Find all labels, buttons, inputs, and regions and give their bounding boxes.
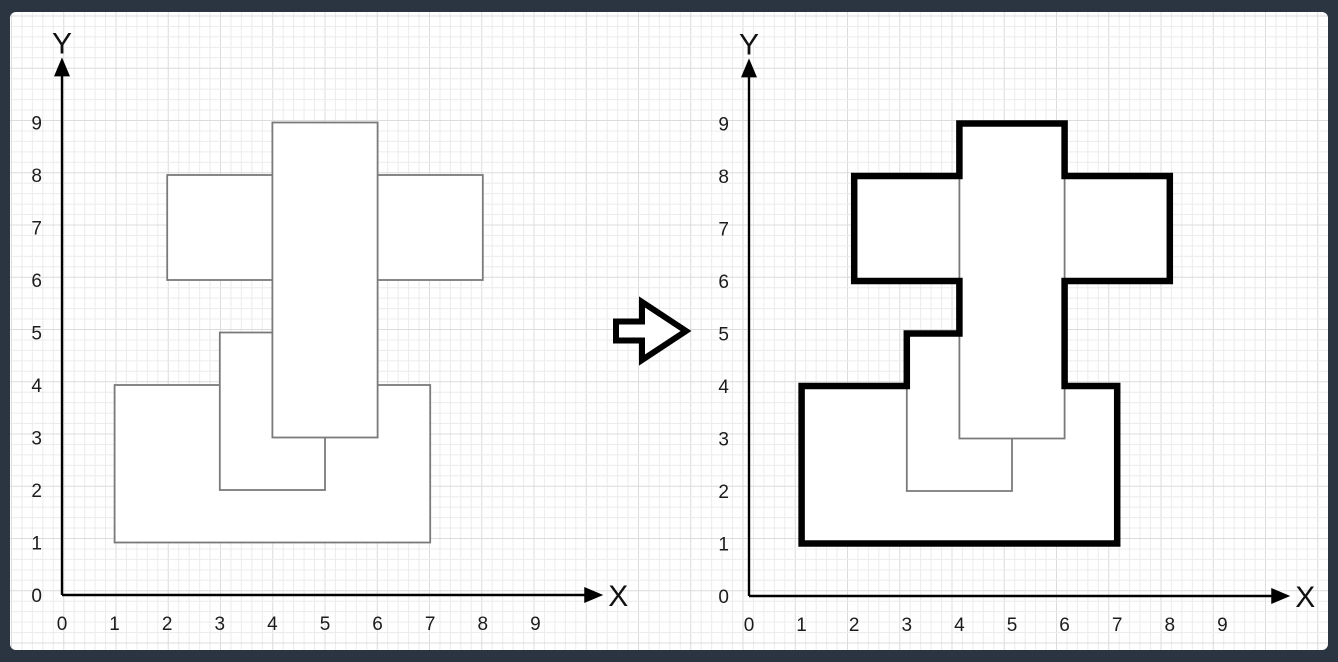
inner-edge <box>958 333 1066 440</box>
x-tick-label: 6 <box>1059 615 1070 636</box>
x-axis-arrowhead <box>584 587 604 603</box>
y-tick-label: 6 <box>31 271 42 292</box>
x-tick-label: 1 <box>109 614 120 635</box>
y-tick-label: 5 <box>718 325 729 346</box>
y-axis-label: Y <box>739 28 759 61</box>
right-arrow-icon <box>613 296 692 366</box>
x-axis-label: X <box>608 580 628 613</box>
y-axis-arrowhead <box>54 57 70 77</box>
y-tick-label: 2 <box>31 481 42 502</box>
y-tick-label: 8 <box>31 166 42 187</box>
x-tick-label: 8 <box>478 614 489 635</box>
x-tick-label: 3 <box>215 614 226 635</box>
union-outline <box>798 120 1174 547</box>
x-tick-label: 2 <box>162 614 173 635</box>
y-tick-label: 9 <box>31 114 42 135</box>
y-tick-label: 8 <box>718 167 729 188</box>
x-tick-label: 6 <box>372 614 383 635</box>
y-tick-label: 5 <box>31 324 42 345</box>
x-tick-label: 2 <box>849 615 860 636</box>
y-tick-label: 7 <box>718 220 729 241</box>
rectangle <box>271 121 379 439</box>
arrow-shape <box>613 296 692 366</box>
y-axis-label: Y <box>52 27 72 60</box>
y-tick-label: 2 <box>718 482 729 503</box>
y-tick-label: 3 <box>31 429 42 450</box>
x-tick-label: 5 <box>1007 615 1018 636</box>
x-tick-label: 9 <box>530 614 541 635</box>
x-tick-label: 3 <box>902 615 913 636</box>
y-tick-label: 0 <box>718 587 729 608</box>
x-tick-label: 7 <box>1112 615 1123 636</box>
x-tick-label: 1 <box>796 615 807 636</box>
inner-edge <box>905 386 1013 492</box>
x-tick-label: 4 <box>267 614 278 635</box>
x-tick-label: 8 <box>1165 615 1176 636</box>
y-tick-label: 4 <box>718 377 729 398</box>
x-tick-label: 4 <box>954 615 965 636</box>
y-tick-label: 0 <box>31 586 42 607</box>
y-tick-label: 3 <box>718 430 729 451</box>
y-axis-arrowhead <box>741 58 757 78</box>
y-tick-label: 9 <box>718 115 729 136</box>
y-tick-label: 6 <box>718 272 729 293</box>
y-tick-label: 1 <box>31 534 42 555</box>
x-tick-label: 0 <box>57 614 68 635</box>
x-tick-label: 5 <box>320 614 331 635</box>
x-tick-label: 7 <box>425 614 436 635</box>
y-tick-label: 4 <box>31 376 42 397</box>
grid-background <box>10 12 1328 650</box>
x-tick-label: 0 <box>744 615 755 636</box>
outline-fill <box>801 123 1170 544</box>
y-tick-label: 7 <box>31 219 42 240</box>
x-axis-label: X <box>1295 581 1315 614</box>
x-axis-arrowhead <box>1271 588 1291 604</box>
x-tick-label: 9 <box>1217 615 1228 636</box>
y-tick-label: 1 <box>718 535 729 556</box>
